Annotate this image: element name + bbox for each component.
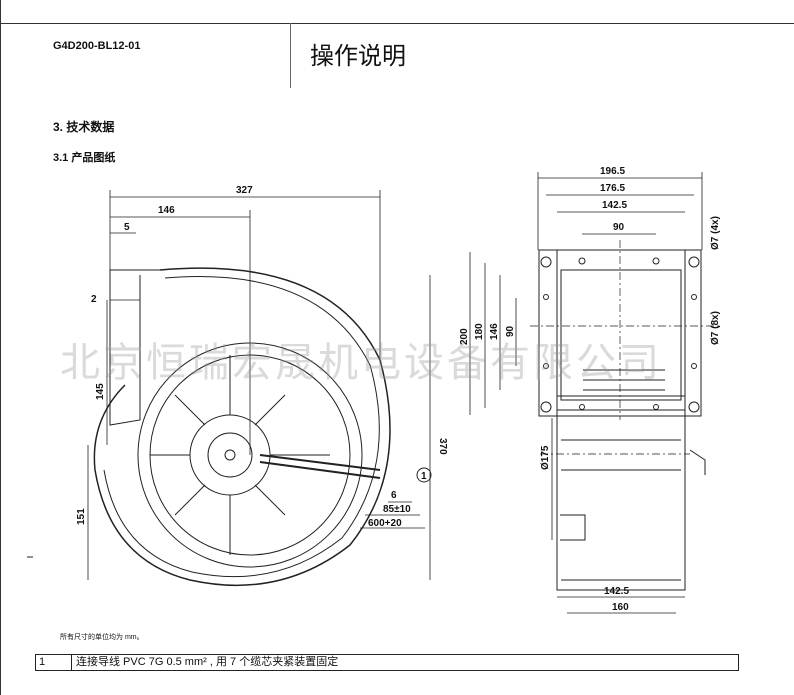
dim-90-side: 90 — [505, 325, 516, 337]
hole-8x-label: Ø7 (8x) — [710, 311, 721, 345]
dim-90-top: 90 — [613, 222, 625, 233]
subsection-heading: 3.1 产品图纸 — [53, 152, 116, 164]
dim-6: 6 — [391, 490, 397, 501]
watermark: 北京恒瑞宏晟机电设备有限公司 — [60, 340, 662, 386]
dim-151: 151 — [76, 508, 87, 525]
dim-160: 160 — [612, 602, 629, 613]
dim-327: 327 — [236, 185, 253, 196]
units-note: 所有尺寸的单位均为 mm。 — [60, 634, 144, 641]
header-divider — [290, 23, 291, 88]
dim-176-5: 176.5 — [600, 183, 625, 194]
side-view-drawing: 1 327 146 5 2 145 151 370 6 85±10 600+20 — [76, 185, 448, 587]
dim-600: 600+20 — [368, 518, 402, 529]
dim-175: Ø175 — [540, 445, 551, 470]
dim-142-5-top: 142.5 — [602, 200, 627, 211]
left-border — [0, 0, 1, 695]
dim-180: 180 — [474, 323, 485, 340]
page-title: 操作说明 — [310, 42, 406, 70]
front-view-drawing: 196.5 176.5 142.5 90 200 180 146 90 Ø7 (… — [459, 166, 721, 614]
header-rule — [0, 23, 794, 24]
dim-145: 145 — [95, 383, 106, 400]
model-number: G4D200-BL12-01 — [53, 40, 141, 52]
hole-4x-label: Ø7 (4x) — [710, 216, 721, 250]
dim-146-side: 146 — [489, 323, 500, 340]
legend-number: 1 — [36, 655, 72, 670]
svg-text:1: 1 — [421, 471, 427, 482]
dim-85: 85±10 — [383, 504, 411, 515]
section-heading: 3. 技术数据 — [53, 120, 115, 134]
dim-142-5-bot: 142.5 — [604, 586, 629, 597]
dim-5: 5 — [124, 222, 130, 233]
legend-description: 连接导线 PVC 7G 0.5 mm² , 用 7 个缆芯夹紧装置固定 — [76, 656, 339, 668]
dim-146: 146 — [158, 205, 175, 216]
legend-table-row: 1 连接导线 PVC 7G 0.5 mm² , 用 7 个缆芯夹紧装置固定 — [35, 654, 739, 671]
dim-370: 370 — [437, 438, 448, 455]
dim-200: 200 — [459, 328, 470, 345]
dim-196-5: 196.5 — [600, 166, 625, 177]
dim-2: 2 — [91, 294, 97, 305]
